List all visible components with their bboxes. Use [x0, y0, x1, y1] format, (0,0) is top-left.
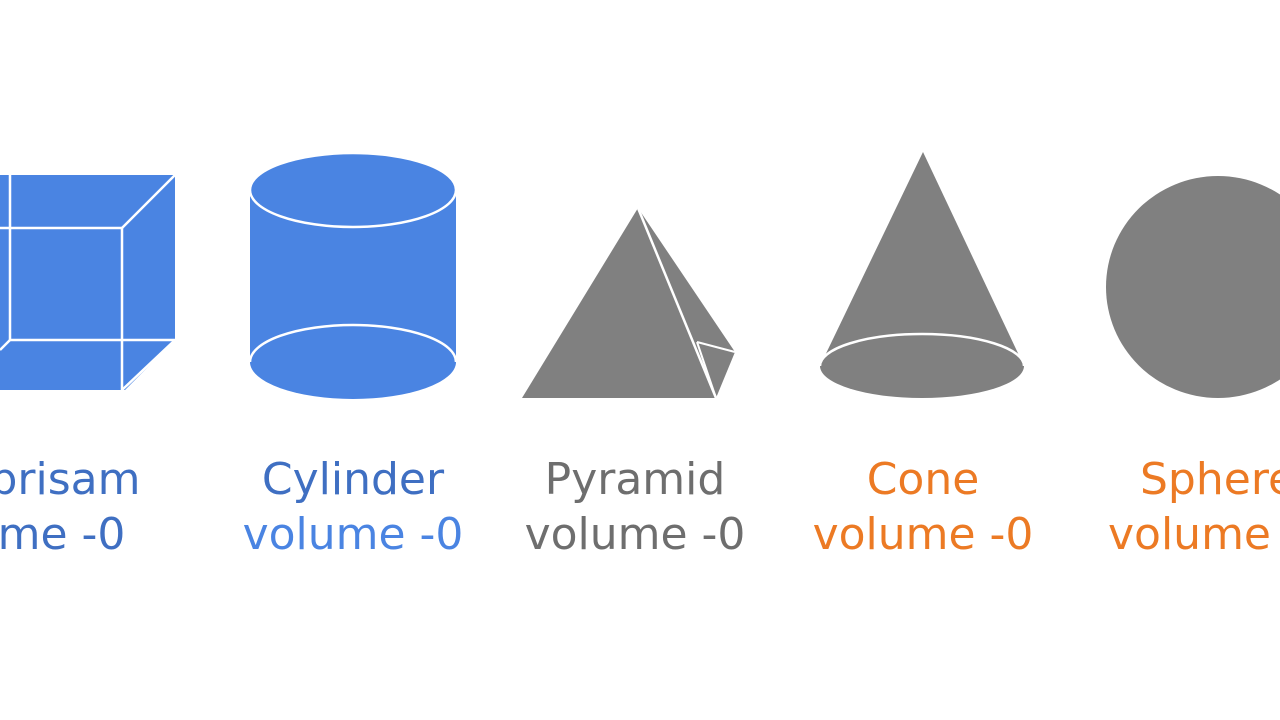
- pyramid-icon: [522, 207, 736, 399]
- shape-volume: volume -0: [524, 509, 746, 560]
- shape-name: Cone: [866, 454, 980, 505]
- label-sphere: Sphere volume -0: [1108, 452, 1280, 562]
- cone-icon: [818, 152, 1026, 398]
- shape-volume: volume -0: [1108, 509, 1280, 560]
- shape-volume: volume -0: [0, 509, 126, 560]
- shape-volume: volume -0: [812, 509, 1034, 560]
- label-pyramid: Pyramid volume -0: [500, 452, 770, 562]
- shape-name: prisam: [0, 454, 141, 505]
- cube-icon: [0, 174, 176, 391]
- shape-volume: volume -0: [242, 509, 464, 560]
- label-cylinder: Cylinder volume -0: [218, 452, 488, 562]
- sphere-icon: [1106, 176, 1280, 398]
- shape-name: Cylinder: [261, 454, 445, 505]
- shape-name: Pyramid: [544, 454, 726, 505]
- shape-name: Sphere: [1140, 454, 1280, 505]
- label-prism: prisam volume -0: [0, 452, 150, 562]
- cylinder-icon: [248, 151, 458, 399]
- label-cone: Cone volume -0: [788, 452, 1058, 562]
